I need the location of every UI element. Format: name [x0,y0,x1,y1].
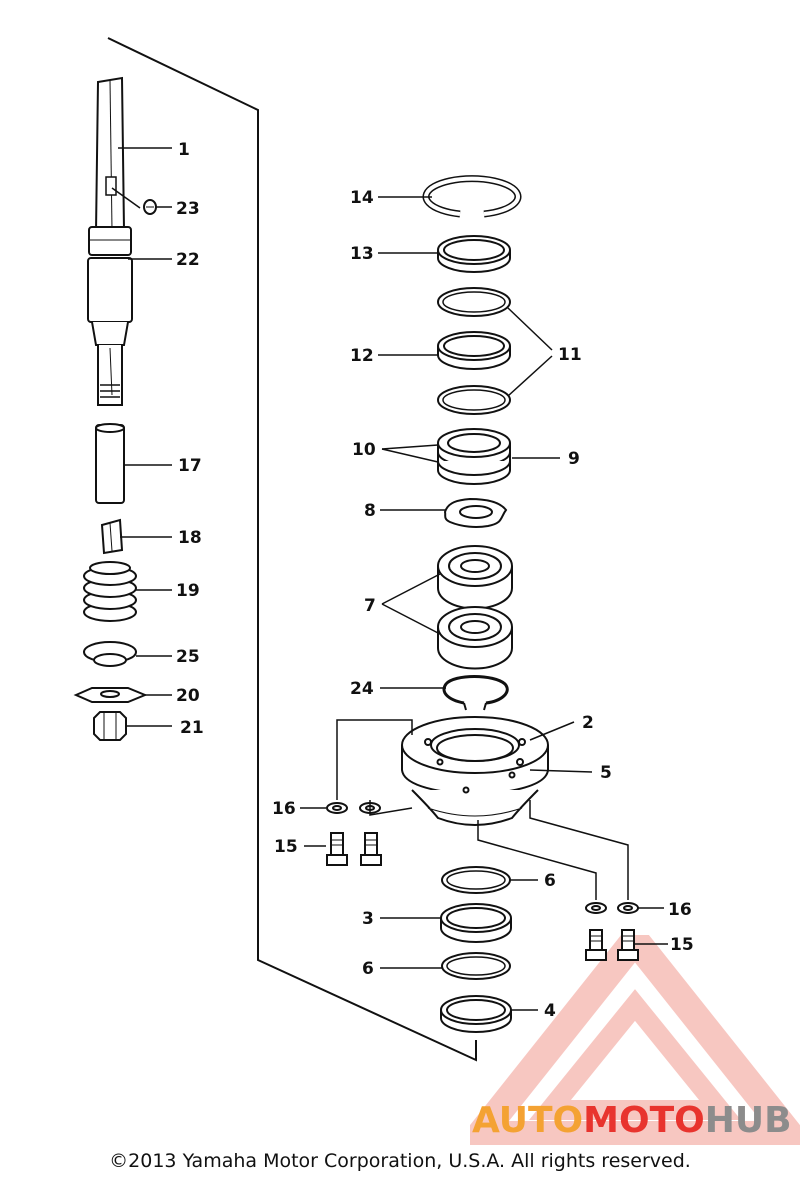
exploded-view-diagram: 1 23 22 17 18 19 25 20 21 14 13 12 11 10… [73,37,694,1062]
oring-part-11-upper [437,287,511,317]
bolt-part-15-right-b [617,929,639,961]
washer-part-25 [83,641,137,667]
shaft-part-1 [87,76,133,406]
callout-22: 22 [176,250,200,270]
callout-15-right: 15 [670,935,694,955]
washer-part-16-right-a [585,902,607,914]
callout-4: 4 [544,1001,556,1021]
bolt-part-15-left-b [360,832,382,866]
callout-12: 12 [350,346,374,366]
bolt-guide-lines [336,719,629,900]
sleeve-part-17 [95,423,125,504]
bearing-part-7-upper [437,545,513,610]
bushing-part-9 [437,428,511,485]
callout-3: 3 [362,909,374,929]
tab-washer-part-20 [73,687,148,703]
seal-part-3 [440,903,512,943]
callout-21: 21 [180,718,204,738]
watermark-logo [470,935,800,1145]
bearing-part-7-lower [437,606,513,670]
callout-14: 14 [350,188,374,208]
bolt-part-15-left-a [326,832,348,866]
callout-9: 9 [568,449,580,469]
snap-ring-part-24 [442,675,509,711]
washer-part-16-left-a [326,802,348,814]
frame-outline [107,37,477,1062]
bolt-part-15-right-a [585,929,607,961]
nut-part-21 [93,711,127,741]
callout-5: 5 [600,763,612,783]
clip-part-18 [100,518,124,555]
callout-19: 19 [176,581,200,601]
callout-7: 7 [364,596,376,616]
callout-17: 17 [178,456,202,476]
callout-13: 13 [350,244,374,264]
lock-washer-part-8 [443,497,508,528]
callout-6-lower: 6 [362,959,374,979]
callout-25: 25 [176,647,200,667]
callout-2: 2 [582,713,594,733]
callout-20: 20 [176,686,200,706]
callout-1: 1 [178,140,190,160]
housing-part-2 [401,716,549,826]
callout-11: 11 [558,345,582,365]
circlip-part-14 [422,175,522,218]
spring-part-19 [83,561,137,622]
callout-labels: 1 23 22 17 18 19 25 20 21 14 13 12 11 10… [176,140,694,1021]
oring-part-11-lower [437,385,511,415]
ring-part-4 [440,995,512,1033]
washer-part-16-right-b [617,902,639,914]
callout-15-left: 15 [274,837,298,857]
callout-10: 10 [352,440,376,460]
seal-part-12 [437,331,511,370]
callout-24: 24 [350,679,374,699]
watermark-hub: HUB [704,1100,792,1141]
pin-part-23 [143,199,157,215]
callout-23: 23 [176,199,200,219]
callout-8: 8 [364,501,376,521]
watermark-moto: MOTO [583,1100,705,1141]
copyright-notice: ©2013 Yamaha Motor Corporation, U.S.A. A… [109,1150,691,1172]
callout-16-right: 16 [668,900,692,920]
oring-part-6-lower [441,952,511,980]
callout-6-upper: 6 [544,871,556,891]
callout-16-left: 16 [272,799,296,819]
ring-part-13 [437,235,511,273]
watermark-auto: AUTO [472,1100,584,1141]
watermark-text: AUTOMOTOHUB [472,1100,792,1141]
leader-lines [111,147,668,1011]
callout-18: 18 [178,528,202,548]
